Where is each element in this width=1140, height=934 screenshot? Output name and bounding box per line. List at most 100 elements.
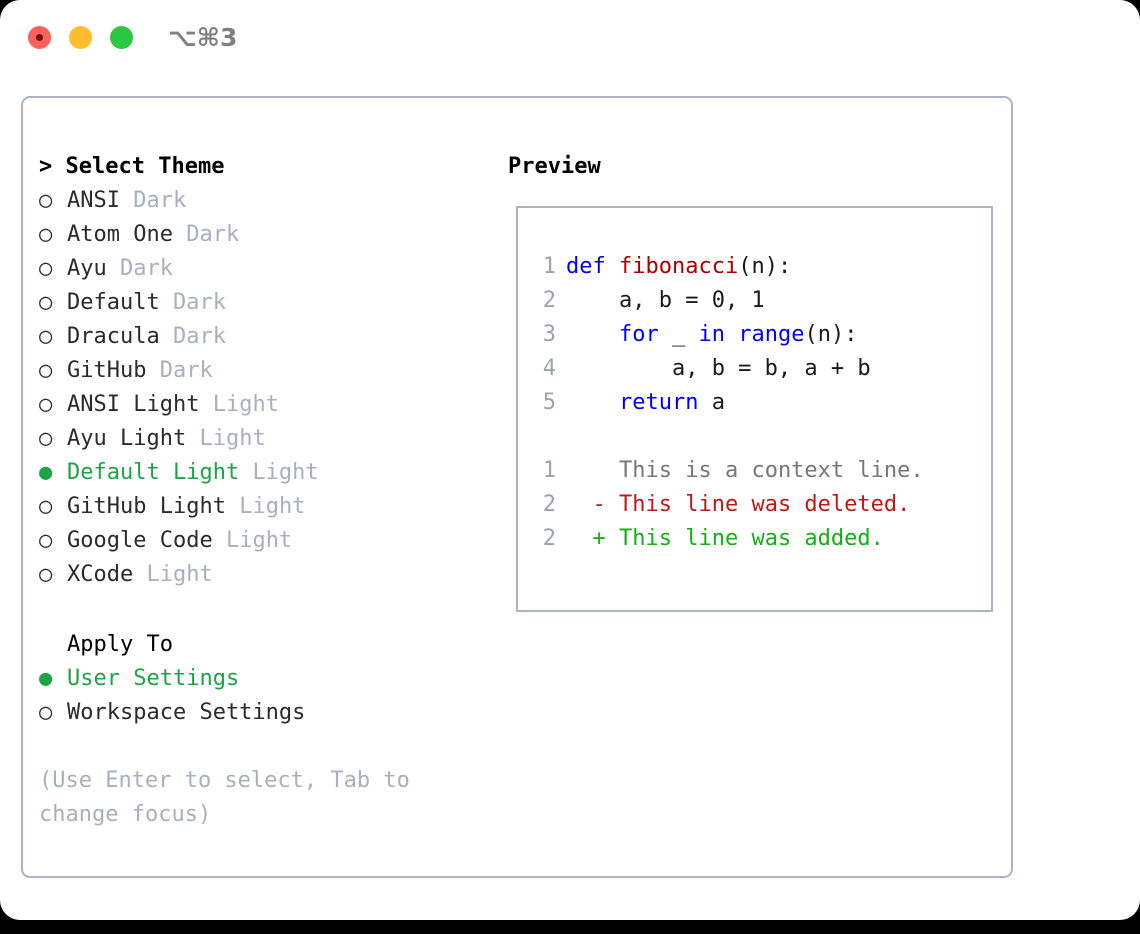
radio-icon: ○ — [39, 426, 53, 451]
theme-option-category: Dark — [133, 188, 187, 213]
theme-option-category: Light — [146, 562, 213, 587]
maximize-button[interactable] — [110, 26, 133, 49]
code-token-plain — [566, 322, 619, 347]
apply-to-option-label: User Settings — [67, 666, 240, 691]
theme-option-category: Light — [239, 494, 306, 519]
theme-option-label: Default — [67, 290, 160, 315]
code-line: 2 a, b = 0, 1 — [530, 284, 983, 318]
theme-option-category: Dark — [120, 256, 173, 281]
theme-option-ansi-dark[interactable]: ○ANSI Dark — [39, 184, 489, 218]
apply-to-header: Apply To — [39, 628, 489, 662]
theme-option-category: Dark — [186, 222, 240, 247]
line-number: 2 — [542, 492, 556, 517]
code-token-plain: a, b = 0, 1 — [566, 288, 765, 313]
section-spacer — [39, 592, 489, 628]
code-token-keyword: for — [618, 322, 659, 347]
radio-icon: ○ — [39, 392, 53, 417]
theme-list-column: > Select Theme ○ANSI Dark ○Atom One Dark… — [39, 150, 489, 832]
diff-line-added: 2 + This line was added. — [530, 522, 983, 556]
theme-option-category: Dark — [172, 290, 226, 315]
theme-selector-panel: > Select Theme ○ANSI Dark ○Atom One Dark… — [21, 96, 1013, 878]
theme-list-header: > Select Theme — [39, 150, 489, 184]
window-controls — [28, 26, 133, 49]
code-token-keyword: def — [566, 254, 619, 279]
theme-option-github-dark[interactable]: ○GitHub Dark — [39, 354, 489, 388]
theme-option-ayu-dark[interactable]: ○Ayu Dark — [39, 252, 489, 286]
minimize-button[interactable] — [69, 26, 92, 49]
theme-option-category: Light — [225, 528, 293, 553]
code-token-function: fibonacci — [618, 254, 739, 279]
diff-content: + This line was added. — [556, 526, 884, 551]
code-content: a, b = 0, 1 — [556, 288, 765, 313]
title-bar: ⌥⌘3 — [0, 0, 1140, 76]
radio-icon: ○ — [39, 324, 53, 349]
code-content: a, b = b, a + b — [556, 356, 871, 381]
theme-option-github-light[interactable]: ○GitHub Light Light — [39, 490, 489, 524]
line-number: 3 — [542, 322, 556, 347]
theme-option-label: Default Light — [67, 460, 240, 485]
preview-box: 1 def fibonacci(n): 2 a, b = 0, 1 3 for _… — [516, 206, 993, 612]
theme-option-label: Dracula — [67, 324, 160, 349]
code-blank-line — [530, 420, 983, 454]
focus-prompt-icon: > — [39, 154, 53, 179]
diff-text: This is a context line. — [619, 458, 924, 483]
preview-code-area: 1 def fibonacci(n): 2 a, b = 0, 1 3 for _… — [530, 250, 983, 556]
code-line: 4 a, b = b, a + b — [530, 352, 983, 386]
line-number: 1 — [542, 254, 556, 279]
radio-icon: ○ — [39, 222, 53, 247]
theme-option-ansi-light[interactable]: ○ANSI Light Light — [39, 388, 489, 422]
line-number: 5 — [542, 390, 556, 415]
theme-option-label: ANSI Light — [67, 392, 200, 417]
theme-option-default-dark[interactable]: ○ Default Dark — [39, 286, 489, 320]
radio-icon: ○ — [39, 700, 53, 725]
close-button[interactable] — [28, 26, 51, 49]
apply-to-option-label: Workspace Settings — [67, 700, 306, 725]
code-token-plain: a, b = b, a + b — [566, 356, 871, 381]
theme-option-label: XCode — [67, 562, 134, 587]
code-line: 3 for _ in range(n): — [530, 318, 983, 352]
diff-text: This line was added. — [619, 526, 884, 551]
theme-option-label: GitHub — [67, 358, 147, 383]
theme-option-label: Google Code — [67, 528, 213, 553]
apply-to-header-label: Apply To — [67, 632, 173, 657]
code-line: 1 def fibonacci(n): — [530, 250, 983, 284]
theme-option-category: Dark — [159, 358, 213, 383]
diff-line-context: 1 This is a context line. — [530, 454, 983, 488]
code-token-plain — [725, 322, 738, 347]
radio-icon: ○ — [39, 256, 53, 281]
radio-icon: ○ — [39, 528, 53, 553]
theme-option-atom-one-dark[interactable]: ○Atom One Dark — [39, 218, 489, 252]
radio-icon-selected: ● — [39, 460, 53, 485]
line-number: 2 — [542, 526, 556, 551]
hint-spacer — [39, 730, 489, 764]
line-number: 2 — [542, 288, 556, 313]
theme-option-default-light[interactable]: ● Default Light Light — [39, 456, 489, 490]
theme-option-xcode[interactable]: ○ XCode Light — [39, 558, 489, 592]
diff-marker-plus: + — [592, 526, 606, 551]
theme-option-google-code[interactable]: ○ Google Code Light — [39, 524, 489, 558]
theme-option-category: Light — [252, 460, 319, 485]
diff-marker — [593, 458, 606, 483]
line-number: 1 — [542, 458, 556, 483]
theme-option-dracula-dark[interactable]: ○ Dracula Dark — [39, 320, 489, 354]
radio-icon-selected: ● — [39, 666, 53, 691]
apply-to-option-workspace-settings[interactable]: ○ Workspace Settings — [39, 696, 489, 730]
apply-to-option-user-settings[interactable]: ● User Settings — [39, 662, 489, 696]
code-token-keyword: in — [698, 322, 725, 347]
code-content: for _ in range(n): — [556, 322, 857, 347]
theme-option-ayu-light[interactable]: ○Ayu Light Light — [39, 422, 489, 456]
radio-icon: ○ — [39, 290, 53, 315]
code-token-keyword: return — [618, 390, 699, 415]
diff-text: This line was deleted. — [619, 492, 911, 517]
code-token-plain: _ — [658, 322, 699, 347]
keyboard-hint-text: (Use Enter to select, Tab to change focu… — [39, 768, 410, 827]
radio-icon: ○ — [39, 494, 53, 519]
theme-option-category: Dark — [172, 324, 226, 349]
code-token-plain: (n): — [738, 254, 792, 279]
theme-option-label: ANSI — [67, 188, 120, 213]
radio-icon: ○ — [39, 562, 53, 587]
theme-option-category: Light — [199, 426, 266, 451]
theme-list-header-label: Select Theme — [65, 154, 225, 179]
diff-content: This is a context line. — [556, 458, 924, 483]
